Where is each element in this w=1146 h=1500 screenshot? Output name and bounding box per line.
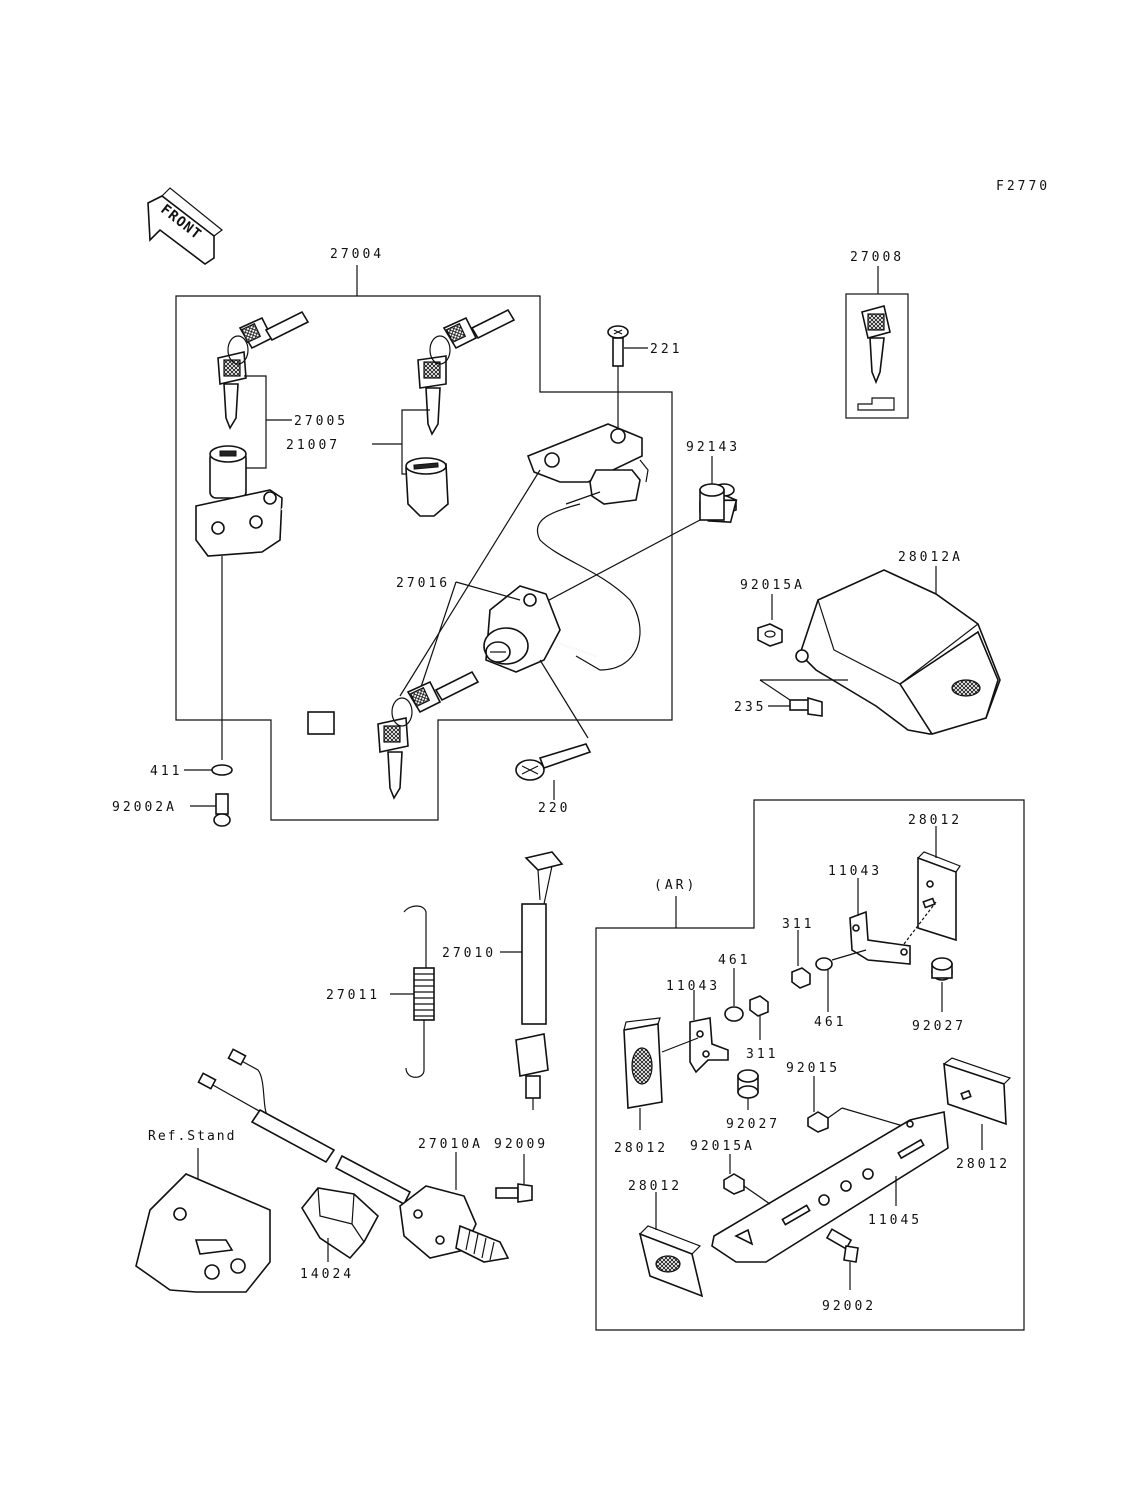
screw-221-icon (607, 325, 629, 367)
reflector-28012-top-icon (917, 851, 961, 942)
front-arrow-icon: FRONT (147, 187, 223, 265)
label-28012-right: 28012 (956, 1157, 1010, 1172)
spacer-92027-right-icon (931, 957, 953, 981)
screw-92002A-icon (213, 793, 231, 827)
screw-92009-icon (495, 1183, 533, 1203)
label-11043-top: 11043 (828, 864, 882, 879)
label-461-top: 461 (718, 953, 750, 968)
label-461-right: 461 (814, 1015, 846, 1030)
switch-27010-icon (515, 851, 564, 1110)
wire-27010A-icon (197, 1048, 412, 1206)
washer-461-right-icon (815, 957, 833, 971)
label-27011: 27011 (326, 988, 380, 1003)
label-220: 220 (538, 801, 570, 816)
key-card-27008 (845, 293, 909, 419)
helmet-lock-icon (483, 585, 597, 673)
label-27008: 27008 (850, 250, 904, 265)
key-set-27005-icon (217, 310, 310, 430)
reflector-28012-right-icon (943, 1057, 1012, 1126)
label-27004: 27004 (330, 247, 384, 262)
reflector-28012A-icon (795, 569, 1001, 735)
label-27010: 27010 (442, 946, 496, 961)
screw-235-icon (789, 696, 823, 717)
key-set-helmet-icon (377, 670, 480, 800)
label-28012-left: 28012 (614, 1141, 668, 1156)
figure-code: F2770 (996, 179, 1050, 194)
label-221: 221 (650, 342, 682, 357)
label-92009: 92009 (494, 1137, 548, 1152)
label-28012A: 28012A (898, 550, 963, 565)
label-11045: 11045 (868, 1213, 922, 1228)
nut-311-mid-icon (749, 995, 769, 1017)
washer-411-icon (211, 764, 233, 776)
label-ref-stand: Ref.Stand (148, 1129, 236, 1144)
ignition-connector-icon (307, 711, 335, 735)
label-92015: 92015 (786, 1061, 840, 1076)
reflector-28012-bottom-icon (638, 1225, 704, 1298)
label-311-top: 311 (782, 917, 814, 932)
bracket-11043-top-icon (849, 897, 937, 965)
label-92027-right: 92027 (912, 1019, 966, 1034)
label-ar: (AR) (654, 878, 697, 893)
key-set-21007-icon (417, 308, 516, 436)
nut-92015A-bottom-icon (723, 1173, 745, 1195)
key-27008-icon (857, 305, 895, 411)
tube-92143-icon (699, 483, 738, 524)
label-27010A: 27010A (418, 1137, 483, 1152)
ar-boundary (595, 799, 1025, 1331)
label-411: 411 (150, 764, 182, 779)
nut-311-top-icon (791, 967, 811, 989)
reflector-28012-left-icon (623, 1017, 663, 1109)
stand-bracket-icon (135, 1173, 271, 1293)
lock-bracket-icon (526, 423, 649, 505)
label-21007: 21007 (286, 438, 340, 453)
label-92143: 92143 (686, 440, 740, 455)
label-27016: 27016 (396, 576, 450, 591)
bracket-11045-icon (711, 1111, 949, 1263)
label-311-mid: 311 (746, 1047, 778, 1062)
lock-cylinder-icon (405, 457, 449, 517)
label-28012-bottom: 28012 (628, 1179, 682, 1194)
label-92002A: 92002A (112, 800, 177, 815)
bracket-11043-left-icon (689, 1017, 729, 1074)
nut-92015-icon (807, 1111, 829, 1133)
label-92015A-bottom: 92015A (690, 1139, 755, 1154)
part-14024-icon (301, 1187, 379, 1260)
screw-220-icon (515, 743, 592, 781)
spring-27011-icon (403, 905, 435, 1078)
spacer-92027-mid-icon (737, 1069, 759, 1099)
label-11043-left: 11043 (666, 979, 720, 994)
label-92027-mid: 92027 (726, 1117, 780, 1132)
label-92002: 92002 (822, 1299, 876, 1314)
screw-92002-icon (825, 1228, 859, 1263)
label-27005: 27005 (294, 414, 348, 429)
switch-27010A-icon (399, 1185, 510, 1263)
ignition-kit-boundary (175, 295, 673, 821)
label-14024: 14024 (300, 1267, 354, 1282)
label-28012-top: 28012 (908, 813, 962, 828)
ignition-switch-icon (195, 445, 283, 557)
washer-461-left-icon (724, 1006, 744, 1022)
nut-92015A-icon (757, 623, 783, 647)
label-235: 235 (734, 700, 766, 715)
label-92015A-top: 92015A (740, 578, 805, 593)
